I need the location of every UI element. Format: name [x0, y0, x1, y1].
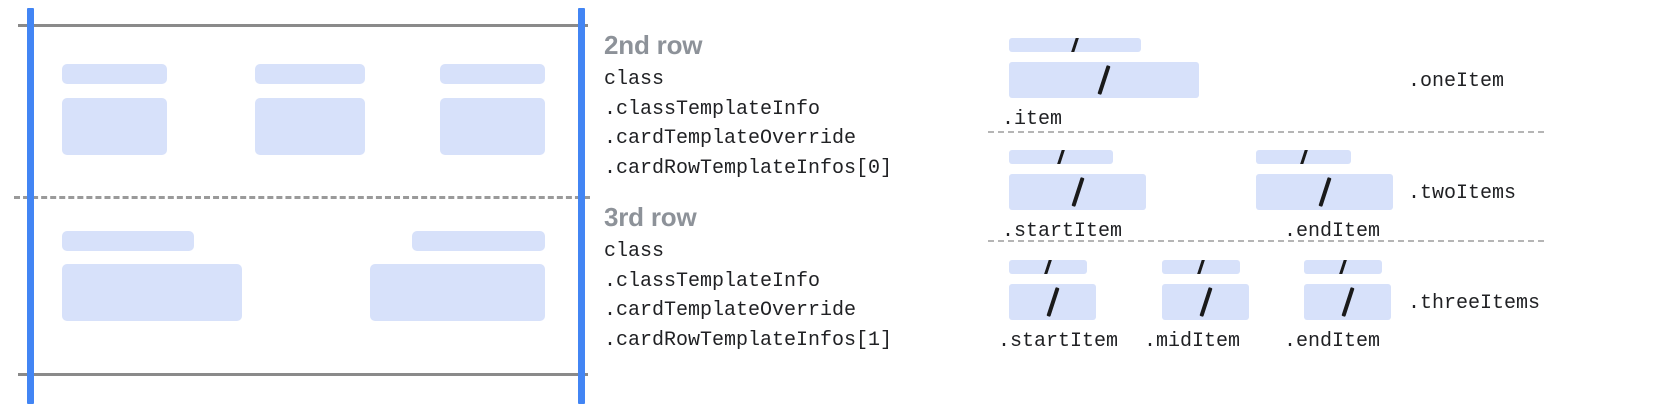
variant-name-label: .threeItems — [1408, 292, 1541, 315]
item-label-placeholder — [1009, 260, 1087, 274]
slash-icon — [1340, 287, 1355, 317]
item-name-label: .midItem — [1144, 330, 1241, 353]
annotation-third-row: 3rd row class .classTemplateInfo .cardTe… — [604, 200, 892, 355]
item-variants-legend: .item .oneItem .startItem .endItem .twoItems… — [976, 0, 1676, 412]
slash-icon — [1056, 150, 1066, 164]
annotation-code-line: .cardTemplateOverride — [604, 299, 857, 322]
item-name-label: .item — [1002, 108, 1063, 131]
left-edge-guide-bar — [27, 8, 34, 404]
item-name-label: .startItem — [998, 330, 1119, 353]
slash-icon — [1317, 177, 1332, 207]
item-label-placeholder — [1304, 260, 1382, 274]
item-label-placeholder — [1256, 150, 1351, 164]
item-content-placeholder — [1009, 284, 1096, 320]
annotation-code-line: class — [604, 68, 665, 91]
placeholder-label-box — [412, 231, 545, 251]
variant-name-label: .twoItems — [1408, 182, 1517, 205]
right-edge-guide-bar — [578, 8, 585, 404]
item-label-placeholder — [1009, 150, 1113, 164]
item-label-placeholder — [1162, 260, 1240, 274]
slash-icon — [1299, 150, 1308, 164]
item-name-label: .endItem — [1284, 330, 1381, 353]
annotation-code-line: .cardRowTemplateInfos[0] — [604, 156, 893, 180]
placeholder-content-box — [370, 264, 545, 321]
placeholder-content-box — [62, 264, 242, 321]
top-boundary-rule — [18, 24, 588, 27]
annotation-code-line: .classTemplateInfo — [604, 97, 821, 121]
item-name-label: .endItem — [1284, 220, 1381, 243]
left-layout-preview — [0, 0, 590, 412]
slash-icon — [1097, 65, 1111, 95]
row-divider-dashed-rule — [14, 196, 590, 199]
slash-icon — [1196, 260, 1206, 274]
annotation-code-line: .cardRowTemplateInfos[1] — [604, 328, 893, 352]
placeholder-content-box — [62, 98, 167, 155]
slash-icon — [1045, 287, 1060, 317]
placeholder-label-box — [255, 64, 365, 84]
placeholder-label-box — [440, 64, 545, 84]
slash-icon — [1198, 287, 1213, 317]
slash-icon — [1043, 260, 1053, 274]
placeholder-content-box — [440, 98, 545, 155]
variant-separator — [988, 240, 1544, 242]
item-content-placeholder — [1304, 284, 1391, 320]
annotation-title: 3rd row — [604, 202, 697, 232]
slash-icon — [1338, 260, 1348, 274]
item-content-placeholder — [1162, 284, 1249, 320]
slash-icon — [1070, 38, 1080, 52]
annotation-code-line: .classTemplateInfo — [604, 269, 821, 293]
annotation-column: 2nd row class .classTemplateInfo .cardTe… — [604, 0, 976, 412]
variant-separator — [988, 131, 1544, 133]
placeholder-label-box — [62, 231, 194, 251]
item-content-placeholder — [1256, 174, 1393, 210]
item-label-placeholder — [1009, 38, 1141, 52]
variant-name-label: .oneItem — [1408, 70, 1505, 93]
placeholder-content-box — [255, 98, 365, 155]
item-name-label: .startItem — [1002, 220, 1123, 243]
annotation-second-row: 2nd row class .classTemplateInfo .cardTe… — [604, 28, 892, 183]
placeholder-label-box — [62, 64, 167, 84]
item-content-placeholder — [1009, 62, 1199, 98]
item-content-placeholder — [1009, 174, 1146, 210]
annotation-title: 2nd row — [604, 30, 703, 60]
slash-icon — [1070, 177, 1085, 207]
annotation-code-line: .cardTemplateOverride — [604, 127, 857, 150]
annotation-code-line: class — [604, 240, 665, 263]
bottom-boundary-rule — [18, 373, 588, 376]
